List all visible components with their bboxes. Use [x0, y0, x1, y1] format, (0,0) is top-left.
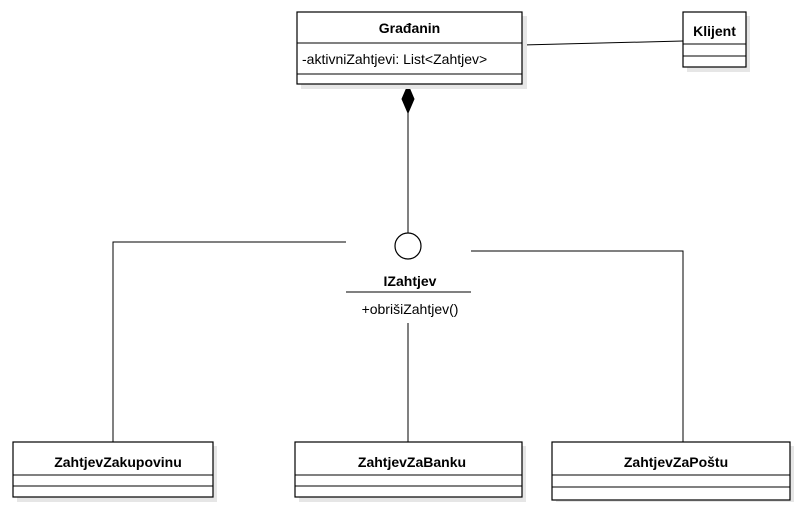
interface-name: IZahtjev — [384, 273, 437, 289]
realization-zapostu — [471, 250, 684, 442]
class-zahtjev-za-postu-name: ZahtjevZaPoštu — [624, 454, 728, 470]
class-zahtjev-za-banku[interactable]: ZahtjevZaBanku — [294, 441, 526, 502]
class-gradanin[interactable]: Građanin -aktivniZahtjevi: List<Zahtjev> — [296, 11, 527, 89]
interface-circle-icon — [394, 232, 422, 260]
composition-diamond — [401, 83, 415, 115]
realization-zakupovinu — [112, 241, 346, 442]
class-klijent[interactable]: Klijent — [682, 11, 750, 72]
class-klijent-name: Klijent — [693, 23, 736, 39]
association-gradanin-klijent — [521, 40, 684, 46]
interface-izahtjev[interactable]: IZahtjev +obrišiZahtjev() — [346, 232, 471, 317]
class-zahtjev-za-banku-name: ZahtjevZaBanku — [358, 454, 466, 470]
class-zahtjev-za-postu[interactable]: ZahtjevZaPoštu — [551, 441, 794, 502]
interface-operation: +obrišiZahtjev() — [362, 301, 459, 317]
class-zahtjev-zakupovinu-name: ZahtjevZakupovinu — [54, 454, 182, 470]
class-gradanin-name: Građanin — [379, 20, 440, 36]
class-zahtjev-zakupovinu[interactable]: ZahtjevZakupovinu — [12, 441, 217, 502]
class-gradanin-attribute: -aktivniZahtjevi: List<Zahtjev> — [302, 51, 487, 67]
